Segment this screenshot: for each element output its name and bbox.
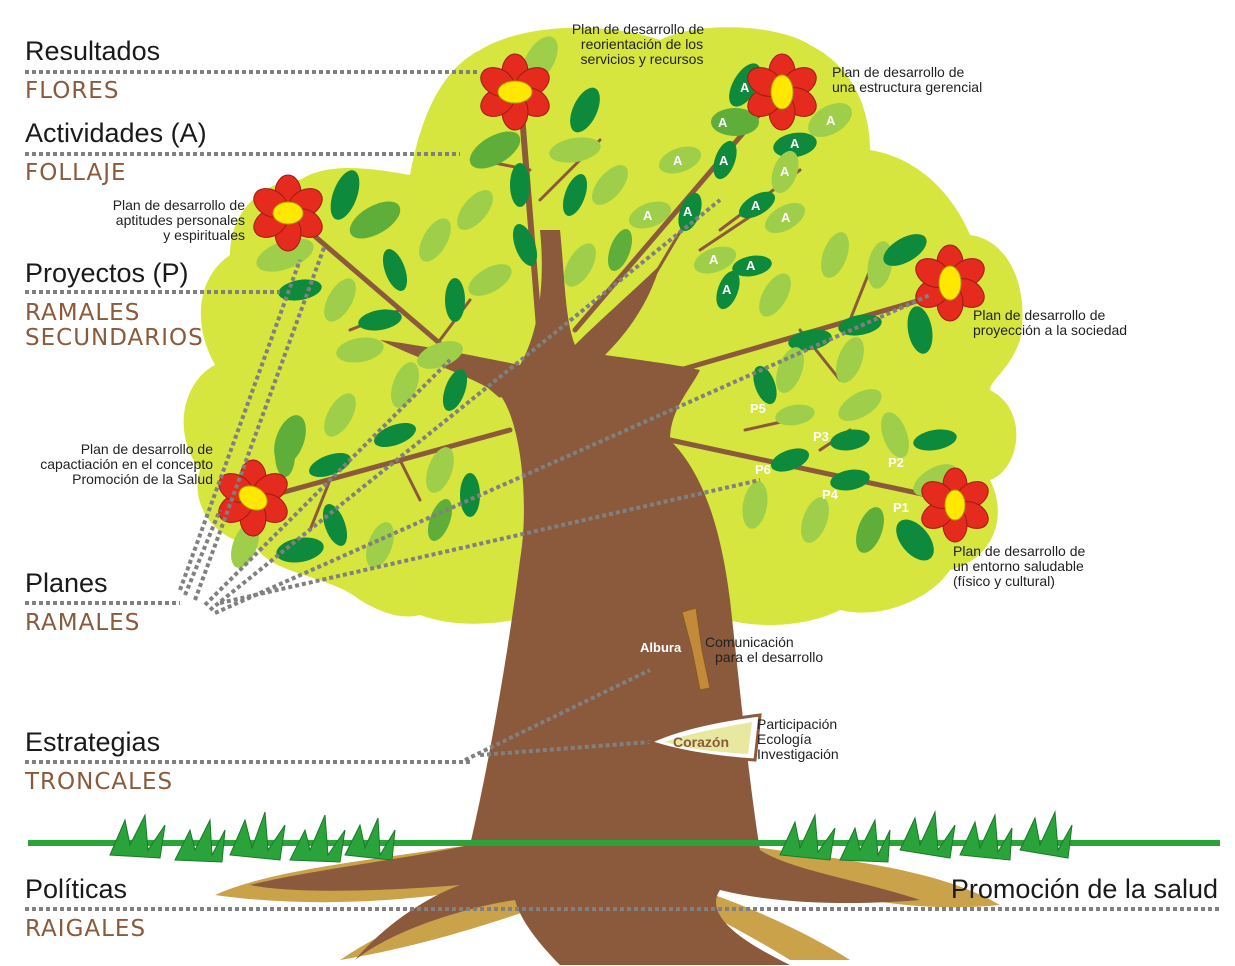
level-title-actividades: Actividades (A) [25,118,207,148]
svg-text:A: A [709,252,719,267]
plan-capacitacion-line1: Plan de desarrollo de [81,441,214,457]
project-label-p5: P5 [750,401,766,416]
svg-text:A: A [746,258,756,273]
leaf [445,278,465,322]
level-title-politicas: Políticas [25,874,127,904]
svg-text:servicios y recursos: servicios y recursos [581,51,704,67]
svg-text:A: A [751,198,761,213]
level-title-resultados: Resultados [25,36,160,66]
svg-text:A: A [719,153,729,168]
svg-text:A: A [780,164,790,179]
leaf [275,433,295,477]
svg-text:reorientación de los: reorientación de los [581,36,703,52]
corazon-desc-line1: Participación [757,716,837,732]
svg-text:un entorno saludable: un entorno saludable [953,558,1084,574]
svg-text:capactiación en el concepto: capactiación en el concepto [40,456,213,472]
plan-reorientacion-line1: Plan de desarrollo de [572,21,705,37]
svg-text:A: A [683,204,693,219]
level-sub-troncales: TRONCALES [24,769,173,795]
level-title-proyectos: Proyectos (P) [25,258,189,288]
corazon-label: Corazón [673,734,729,750]
svg-text:una estructura gerencial: una estructura gerencial [832,79,982,95]
svg-text:A: A [826,113,836,128]
svg-text:A: A [781,210,791,225]
svg-text:(físico y cultural): (físico y cultural) [953,573,1055,589]
leaf [510,163,530,207]
level-sub-ramales: RAMALES [25,300,140,326]
svg-text:proyección a la sociedad: proyección a la sociedad [973,322,1127,338]
corazon-desc-line2: Ecología [757,731,812,747]
level-sub-follaje: FOLLAJE [25,160,127,186]
level-title-planes: Planes [25,568,108,598]
project-label-p1: P1 [893,500,909,515]
plan-entorno-line1: Plan de desarrollo de [953,543,1086,559]
level-sub-ramales-planes: RAMALES [25,610,140,636]
footer-title: Promoción de la salud [951,874,1218,904]
albura-desc-line1: Comunicación [705,634,794,650]
level-title-estrategias: Estrategias [25,727,160,757]
svg-text:Promoción de la Salud: Promoción de la Salud [72,471,213,487]
svg-text:aptitudes personales: aptitudes personales [116,212,245,228]
project-label-p4: P4 [822,487,839,502]
svg-text:A: A [643,208,653,223]
project-label-p2: P2 [888,455,904,470]
svg-text:A: A [718,115,728,130]
albura-label: Albura [640,640,682,655]
project-label-p3: P3 [813,429,829,444]
svg-text:A: A [722,282,732,297]
level-sub-secundarios: SECUNDARIOS [25,325,204,351]
corazon-desc-line3: Investigación [757,746,839,762]
albura-desc-line2: para el desarrollo [715,649,823,665]
level-sub-raigales: RAIGALES [25,916,146,942]
plan-proyeccion-line1: Plan de desarrollo de [973,307,1106,323]
svg-text:A: A [790,136,800,151]
project-label-p6: P6 [755,462,771,477]
plan-aptitudes-line1: Plan de desarrollo de [113,197,246,213]
svg-text:y espirituales: y espirituales [163,227,245,243]
level-labels: Resultados FLORES Actividades (A) FOLLAJ… [24,36,207,942]
plan-gerencial-line1: Plan de desarrollo de [832,64,965,80]
level-sub-flores: FLORES [25,78,119,104]
svg-text:A: A [673,153,683,168]
